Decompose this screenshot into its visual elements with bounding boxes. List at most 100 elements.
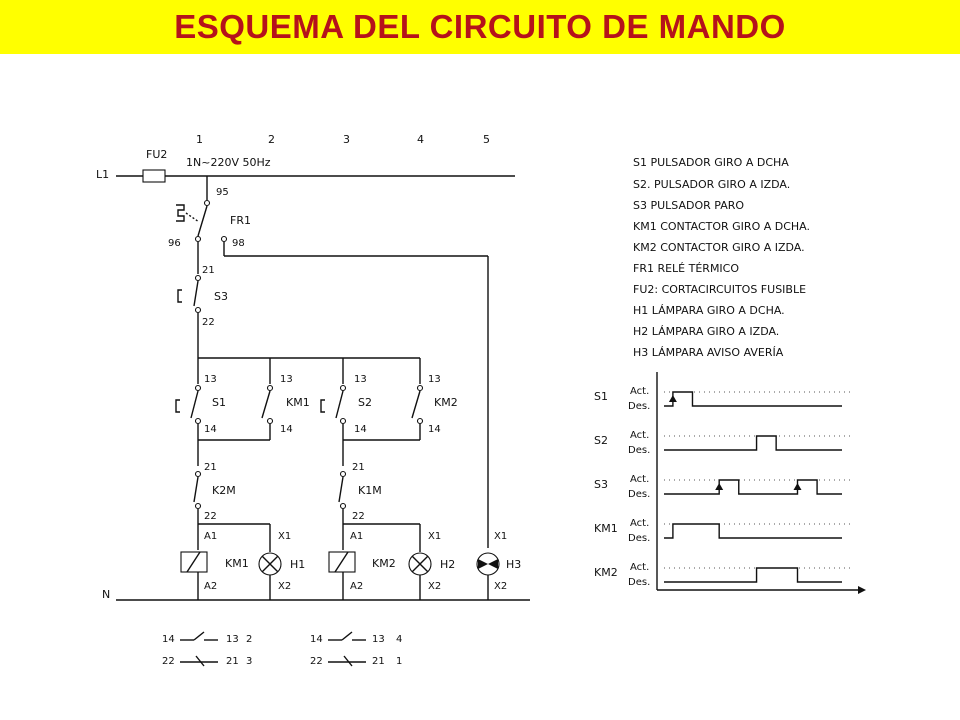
column-number: 3 xyxy=(343,133,350,146)
terminal xyxy=(266,417,274,425)
des-label: Des. xyxy=(628,577,650,588)
act-label: Act. xyxy=(630,518,649,529)
terminal xyxy=(220,235,228,243)
coil-label: KM1 xyxy=(225,557,249,570)
terminal-label: 21 xyxy=(204,462,217,473)
legend-item: KM2 CONTACTOR GIRO A IZDA. xyxy=(633,241,805,254)
terminal-label: 22 xyxy=(352,511,365,522)
ref-contact xyxy=(193,631,205,641)
lamp-label: H3 xyxy=(506,558,521,571)
terminal-label: 13 xyxy=(204,374,217,385)
act-label: Act. xyxy=(630,386,649,397)
lamp-cross xyxy=(261,555,279,573)
act-label: Act. xyxy=(630,562,649,573)
ref-value: 13 xyxy=(372,634,385,645)
ref-value: 22 xyxy=(162,656,175,667)
terminal xyxy=(194,502,202,510)
interlock-contact xyxy=(193,476,199,503)
relay-label: FR1 xyxy=(230,214,251,227)
act-label: Act. xyxy=(630,430,649,441)
contact-reference: 14 13 2 22 21 3 xyxy=(162,631,252,667)
ref-column: 1 xyxy=(396,656,402,667)
km1-contact-label: KM1 xyxy=(286,396,310,409)
ref-column: 4 xyxy=(396,634,402,645)
legend-item: FU2: CORTACIRCUITOS FUSIBLE xyxy=(633,283,806,296)
legend-item: FR1 RELÉ TÉRMICO xyxy=(633,262,739,275)
legend-item: H3 LÁMPARA AVISO AVERÍA xyxy=(633,346,784,359)
terminal-label: 13 xyxy=(354,374,367,385)
terminal xyxy=(194,417,202,425)
column-number: 2 xyxy=(268,133,275,146)
terminal xyxy=(339,470,347,478)
terminal-label: 14 xyxy=(204,424,217,435)
legend-item: S2. PULSADOR GIRO A IZDA. xyxy=(633,178,790,191)
terminal xyxy=(339,417,347,425)
supply-label: 1N~220V 50Hz xyxy=(186,156,271,169)
ref-column: 3 xyxy=(246,656,252,667)
signal-name: S1 xyxy=(594,390,608,403)
lamp-fill xyxy=(488,559,498,569)
interlock-contact xyxy=(338,476,344,503)
legend-item: S1 PULSADOR GIRO A DCHA xyxy=(633,156,789,169)
ref-value: 13 xyxy=(226,634,239,645)
relay-link xyxy=(185,212,200,223)
terminal-label: 98 xyxy=(232,238,245,249)
terminal xyxy=(194,470,202,478)
edge-arrow-icon xyxy=(715,483,724,490)
km2-contact xyxy=(411,390,421,419)
coil-terminal: A1 xyxy=(350,531,363,542)
signal-name: S2 xyxy=(594,434,608,447)
fuse-label: FU2 xyxy=(146,148,167,161)
stop-contact xyxy=(193,280,199,307)
terminal xyxy=(266,384,274,392)
arrow-icon xyxy=(858,586,866,594)
terminal-label: 96 xyxy=(168,238,181,249)
coil-label: KM2 xyxy=(372,557,396,570)
terminal-label: 13 xyxy=(428,374,441,385)
lamp-terminal: X2 xyxy=(428,581,441,592)
signal-waveform xyxy=(664,435,842,451)
terminal-label: 95 xyxy=(216,187,229,198)
s2-label: S2 xyxy=(358,396,372,409)
terminal xyxy=(194,384,202,392)
title-bar: ESQUEMA DEL CIRCUITO DE MANDO xyxy=(0,0,960,54)
terminal xyxy=(194,235,202,243)
interlock-label: K1M xyxy=(358,484,382,497)
pushbutton-symbol xyxy=(175,399,180,413)
thermal-symbol xyxy=(176,204,185,222)
terminal-label: 13 xyxy=(280,374,293,385)
interlock-label: K2M xyxy=(212,484,236,497)
relay-contact xyxy=(197,205,208,237)
des-label: Des. xyxy=(628,533,650,544)
terminal-label: 14 xyxy=(354,424,367,435)
ref-value: 22 xyxy=(310,656,323,667)
stop-label: S3 xyxy=(214,290,228,303)
signal-name: KM1 xyxy=(594,522,618,535)
legend-item: S3 PULSADOR PARO xyxy=(633,199,744,212)
ref-value: 14 xyxy=(310,634,323,645)
signal-name: KM2 xyxy=(594,566,618,579)
lamp-terminal: X1 xyxy=(428,531,441,542)
coil-mark xyxy=(186,551,201,573)
terminal xyxy=(339,502,347,510)
coil-terminal: A1 xyxy=(204,531,217,542)
column-number: 4 xyxy=(417,133,424,146)
pushbutton-symbol xyxy=(320,399,325,413)
ref-contact xyxy=(341,631,353,641)
terminal xyxy=(194,306,202,314)
coil-terminal: A2 xyxy=(204,581,217,592)
column-number: 1 xyxy=(196,133,203,146)
terminal-label: 21 xyxy=(352,462,365,473)
s1-label: S1 xyxy=(212,396,226,409)
terminal xyxy=(194,274,202,282)
terminal-label: 22 xyxy=(202,317,215,328)
ref-value: 21 xyxy=(372,656,385,667)
terminal-label: 22 xyxy=(204,511,217,522)
coil-terminal: A2 xyxy=(350,581,363,592)
lamp-terminal: X1 xyxy=(494,531,507,542)
ref-value: 21 xyxy=(226,656,239,667)
lamp-terminal: X1 xyxy=(278,531,291,542)
lamp-label: H2 xyxy=(440,558,455,571)
ref-value: 14 xyxy=(162,634,175,645)
ref-contact xyxy=(195,655,205,667)
